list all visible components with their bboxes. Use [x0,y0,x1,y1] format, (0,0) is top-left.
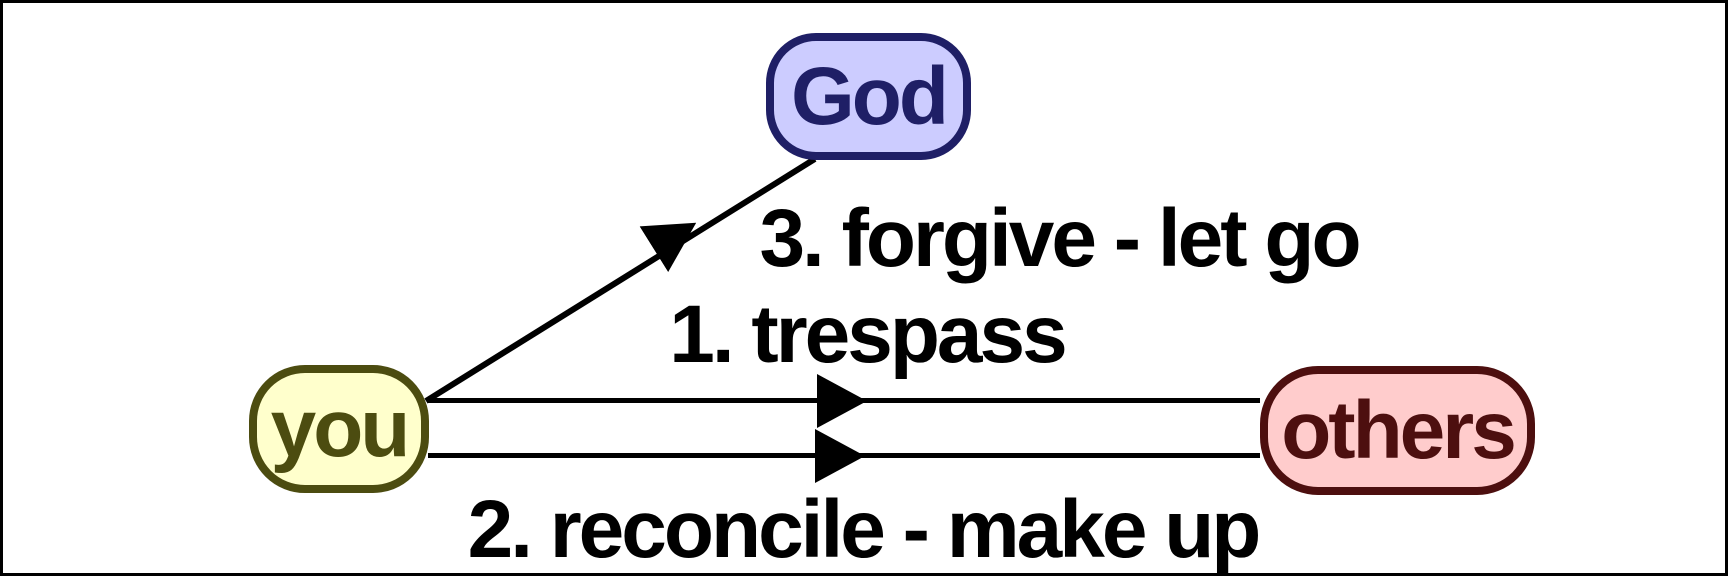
arrowhead-right-icon [815,429,865,483]
edge-label-trespass: 1. trespass [669,289,1067,380]
arrowhead-right-icon [817,374,867,428]
edge-label-reconcile: 2. reconcile - make up [467,484,1262,575]
node-god-label: God [791,50,949,142]
node-god: God [766,33,971,160]
node-you-label: you [270,383,411,474]
node-others: others [1260,366,1535,495]
node-others-label: others [1281,384,1517,476]
edge-label-forgive: 3. forgive - let go [759,193,1361,284]
node-you: you [249,365,429,493]
